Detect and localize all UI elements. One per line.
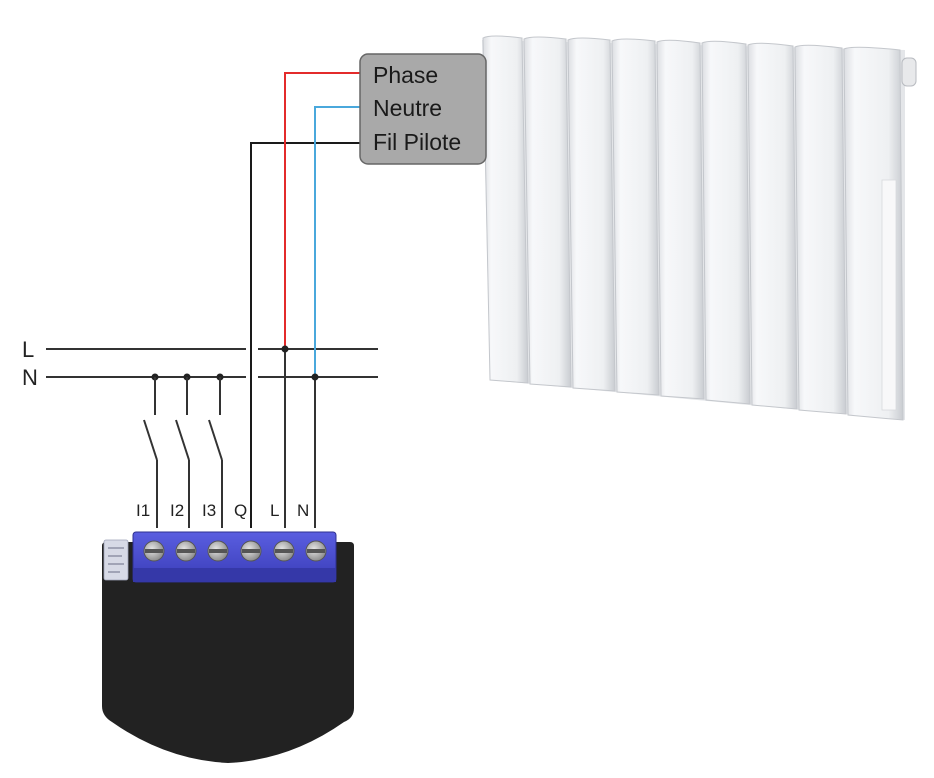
terminal-label-i3: I3 [202, 501, 216, 520]
switch-i2 [175, 373, 191, 528]
line-l-label: L [22, 337, 34, 362]
module-body [102, 542, 354, 763]
switch-i1 [143, 373, 159, 528]
radiator-fin [611, 38, 660, 396]
radiator-fin [701, 40, 751, 405]
terminal-screw-l [273, 540, 295, 562]
radiator-fin [482, 35, 529, 384]
terminal-label-phase: Phase [373, 62, 438, 88]
switches [143, 373, 224, 528]
junction-dot [281, 345, 289, 353]
terminal-label-i1: I1 [136, 501, 150, 520]
radiator-thermostat-knob [901, 57, 917, 87]
radiator-fin [567, 37, 616, 392]
terminal-label-l: L [270, 501, 279, 520]
relay-module: I1 I2 I3 Q L N [102, 501, 354, 763]
neutral-wire-blue [314, 106, 362, 377]
terminal-screw-i3 [207, 540, 229, 562]
terminal-label-neutre: Neutre [373, 95, 442, 121]
terminal-label-q: Q [234, 501, 247, 520]
junction-dot [311, 373, 319, 381]
radiator-fin [747, 42, 798, 410]
phase-wire-red [284, 72, 362, 349]
radiator-terminal-box: Phase Neutre Fil Pilote [359, 53, 487, 165]
radiator [482, 35, 917, 421]
wires [250, 72, 362, 528]
radiator-fin [794, 44, 847, 415]
terminal-label-n: N [297, 501, 309, 520]
terminal-label-i2: I2 [170, 501, 184, 520]
terminal-screw-i2 [175, 540, 197, 562]
radiator-fin [523, 36, 572, 388]
terminal-box-body [359, 53, 487, 165]
terminal-labels: I1 I2 I3 Q L N [136, 501, 309, 520]
bus-lines: L N [22, 337, 378, 390]
terminal-screw-n [305, 540, 327, 562]
switch-i3 [208, 373, 224, 528]
module-side-sticker [103, 539, 129, 581]
terminal-screw-i1 [143, 540, 165, 562]
terminal-screw-q [240, 540, 262, 562]
radiator-fins [482, 35, 904, 421]
line-n-label: N [22, 365, 38, 390]
terminal-label-fil-pilote: Fil Pilote [373, 129, 461, 155]
radiator-side-panel [881, 179, 897, 411]
radiator-fin [656, 39, 705, 400]
terminal-screws [143, 540, 327, 562]
pilot-wire [250, 142, 362, 528]
